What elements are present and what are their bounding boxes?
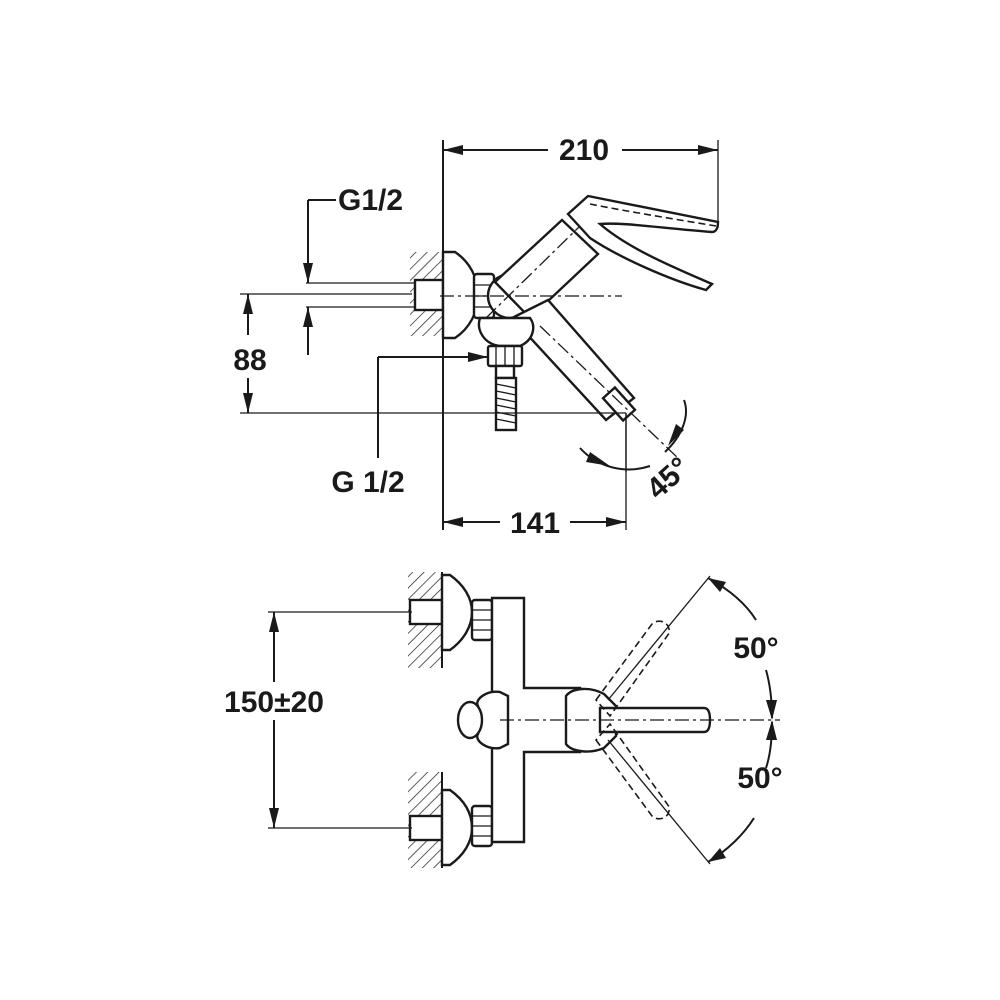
dim-label-45: 45° xyxy=(640,451,696,506)
dimension-50-degree-down: 50° xyxy=(707,720,783,863)
inlet-pipe-top-lower xyxy=(408,814,444,842)
diverter-knob xyxy=(476,690,510,750)
dim-label-141: 141 xyxy=(510,507,560,540)
lever-handle xyxy=(566,194,720,292)
dim-label-g12-outlet: G 1/2 xyxy=(331,466,404,499)
dimension-88: 88 xyxy=(233,293,626,414)
dim-label-210: 210 xyxy=(559,134,609,167)
dim-label-g12-inlet: G1/2 xyxy=(338,184,403,217)
escutcheon-top-upper xyxy=(440,573,474,652)
hose-thread xyxy=(494,376,518,432)
escutcheon-side xyxy=(441,250,480,340)
spout-aerator xyxy=(601,385,637,423)
dimension-150-20: 150±20 xyxy=(224,612,324,828)
top-view: 150±20 50° 50° xyxy=(224,572,783,868)
dimension-141: 141 xyxy=(443,413,627,540)
spout xyxy=(510,298,636,422)
dimension-210: 210 xyxy=(443,134,719,228)
dim-label-88: 88 xyxy=(233,344,266,377)
side-view: 210 G1/2 88 G 1/2 xyxy=(233,134,720,540)
centerline-spout-side xyxy=(539,325,681,461)
lever-position-up xyxy=(594,620,671,718)
lever-hub-top xyxy=(564,687,618,753)
inlet-pipe-end xyxy=(413,278,445,312)
dimension-45-degree: 45° xyxy=(579,399,696,506)
dimension-outlet-thread: G 1/2 xyxy=(331,352,488,499)
lever-body xyxy=(493,218,600,320)
dimension-inlet-thread: G1/2 xyxy=(303,184,403,355)
dimension-50-degree-up: 50° xyxy=(707,577,779,720)
inlet-pipe-top-upper xyxy=(408,598,444,626)
escutcheon-top-lower xyxy=(440,788,474,867)
dim-label-150-20: 150±20 xyxy=(224,686,324,719)
centerline-lever-side xyxy=(485,225,581,319)
dim-label-50-down: 50° xyxy=(737,762,782,795)
dim-label-50-up: 50° xyxy=(733,632,778,665)
lever-position-down xyxy=(594,722,671,820)
